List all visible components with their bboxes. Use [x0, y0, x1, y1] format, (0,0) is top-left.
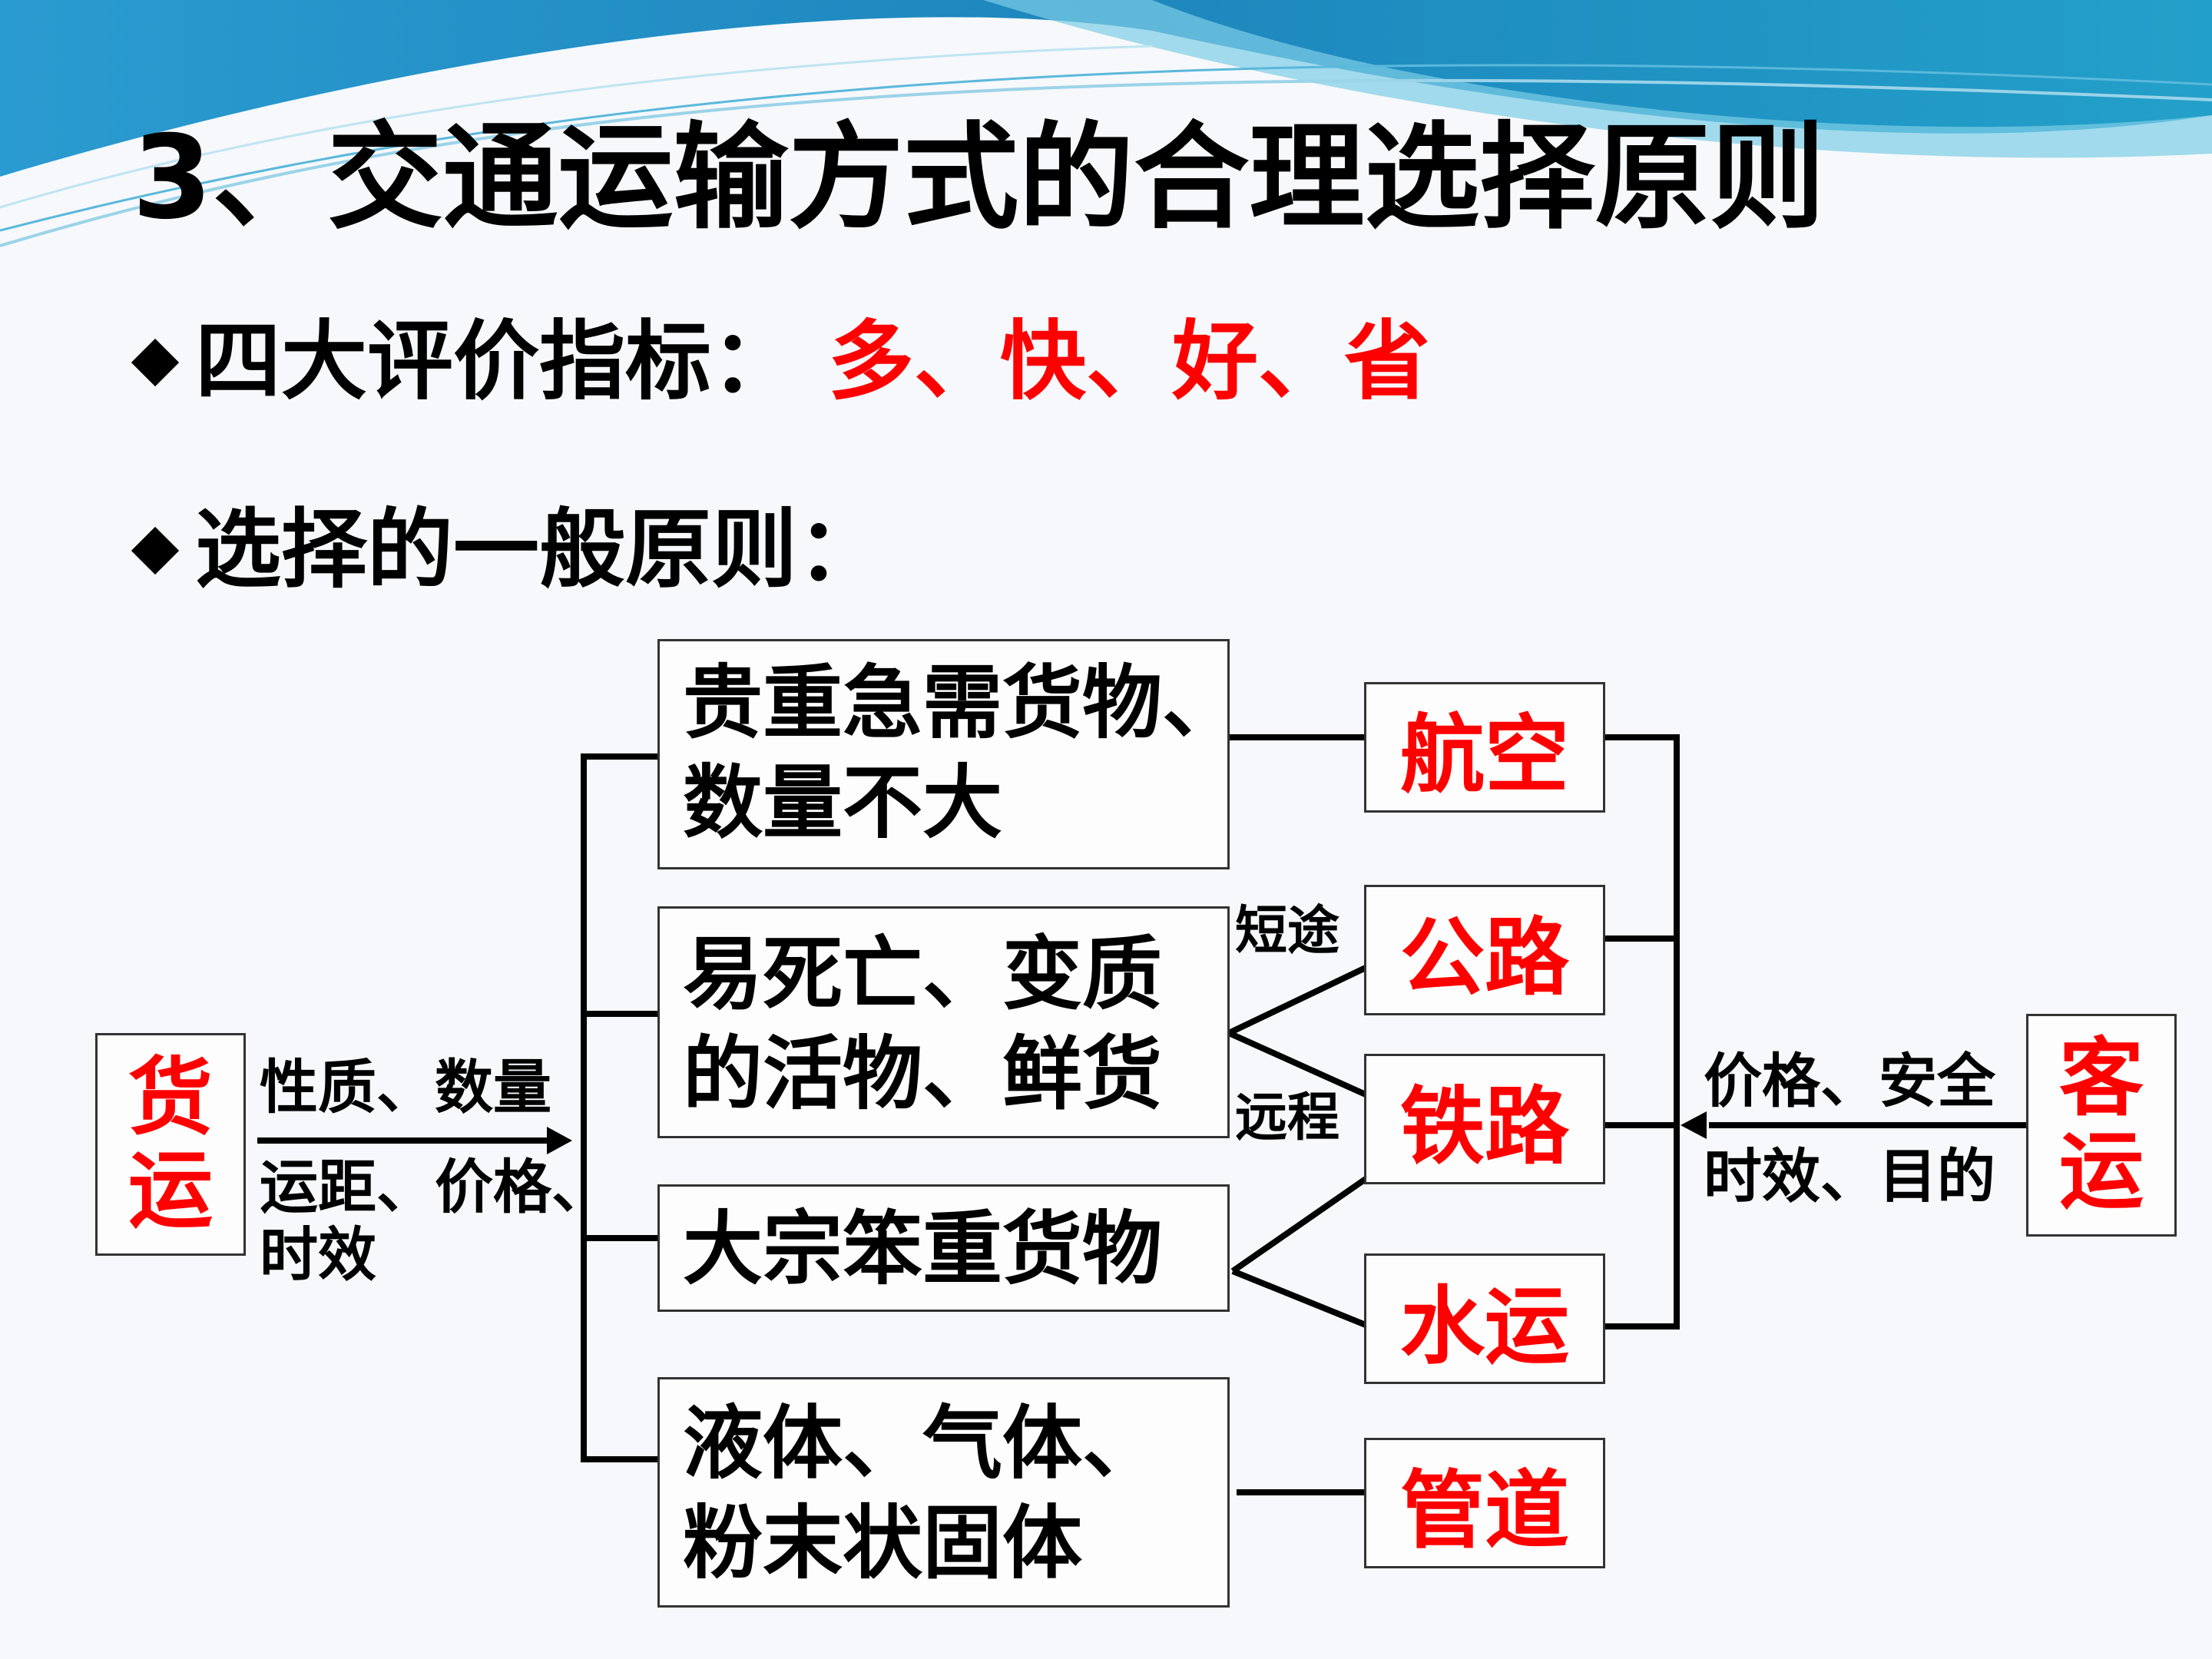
freight-box: 货 运	[95, 1033, 246, 1256]
indicators-bullet: 四大评价指标： 多、快、好、省	[131, 312, 1430, 412]
principle-label: 选择的一般原则：	[195, 500, 883, 600]
mode-box-road: 公路	[1364, 885, 1605, 1015]
passenger-factors-line1: 价格、安全	[1704, 1047, 1995, 1115]
mode-box-rail: 铁路	[1364, 1054, 1605, 1184]
link-bulk-water	[1231, 1268, 1367, 1328]
header-wave-decoration	[0, 0, 2212, 247]
cargo-liquid-line1: 液体、气体、	[683, 1396, 1163, 1490]
page-title: 3、交通运输方式的合理选择原则	[132, 111, 1826, 245]
mode-box-air: 航空	[1364, 682, 1605, 813]
passenger-factors-line2: 时效、目的	[1704, 1142, 1995, 1210]
mode-pipeline: 管道	[1400, 1462, 1569, 1560]
cargo-box-liquid: 液体、气体、 粉末状固体	[657, 1377, 1230, 1608]
principle-bullet: 选择的一般原则：	[131, 500, 883, 600]
cargo-perishable-line1: 易死亡、变质	[683, 927, 1163, 1021]
cargo-valuable-line1: 贵重急需货物、	[683, 656, 1243, 750]
cargo-perishable-line2: 的活物、鲜货	[683, 1027, 1163, 1121]
passenger-label-top: 客	[2059, 1029, 2144, 1128]
freight-factors-line2: 运距、价格、	[260, 1153, 610, 1221]
distance-long-label: 远程	[1235, 1088, 1340, 1148]
distance-short-label: 短途	[1235, 901, 1340, 962]
link-bulk-rail	[1230, 1176, 1368, 1274]
indicators-value: 多、快、好、省	[828, 312, 1430, 412]
indicators-label: 四大评价指标：	[195, 312, 797, 412]
passenger-arrowhead-icon	[1681, 1111, 1707, 1139]
cargo-liquid-line2: 粉末状固体	[683, 1496, 1083, 1590]
mode-air: 航空	[1400, 706, 1569, 804]
mode-box-pipeline: 管道	[1364, 1438, 1605, 1568]
mode-rail: 铁路	[1400, 1078, 1569, 1176]
freight-factors-line1: 性质、数量	[260, 1053, 551, 1121]
link-perishable-rail	[1227, 1030, 1367, 1098]
freight-factors-line3: 时效	[260, 1220, 376, 1289]
link-perishable-road	[1227, 965, 1367, 1036]
passenger-box: 客 运	[2026, 1014, 2177, 1237]
mode-box-water: 水运	[1364, 1253, 1605, 1384]
mode-water: 水运	[1400, 1277, 1569, 1376]
cargo-box-valuable: 贵重急需货物、 数量不大	[657, 639, 1242, 869]
freight-label-bottom: 运	[128, 1141, 213, 1240]
passenger-label-bottom: 运	[2059, 1122, 2144, 1220]
mode-road: 公路	[1400, 909, 1569, 1007]
cargo-bulk-line1: 大宗笨重货物	[683, 1202, 1163, 1296]
freight-arrowhead-icon	[547, 1127, 572, 1154]
freight-label-top: 货	[128, 1048, 213, 1147]
cargo-valuable-line2: 数量不大	[683, 756, 1003, 849]
cargo-box-bulk: 大宗笨重货物	[657, 1184, 1230, 1312]
cargo-box-perishable: 易死亡、变质 的活物、鲜货	[657, 906, 1230, 1138]
